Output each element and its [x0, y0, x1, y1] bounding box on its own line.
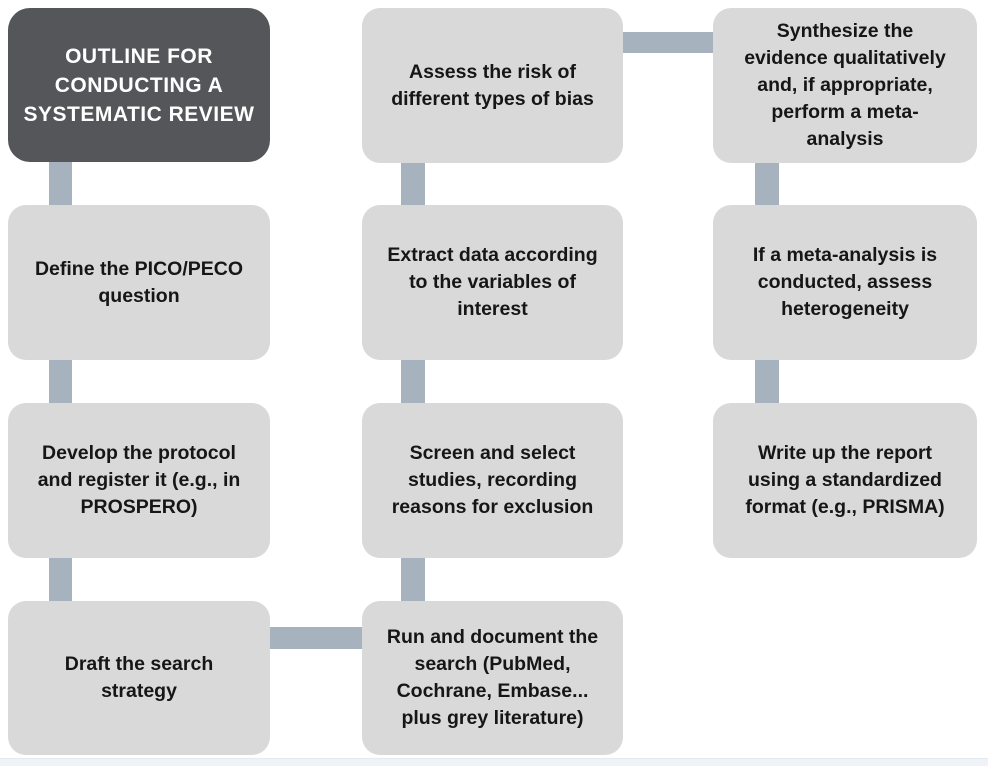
node-assess-bias: Assess the risk of different types of bi… [362, 8, 623, 163]
node-draft-search-strategy-label: Draft the search strategy [64, 653, 214, 702]
connector-extract-to-assess [401, 161, 425, 206]
node-develop-protocol: Develop the protocol and register it (e.… [8, 403, 270, 558]
bottom-edge-strip [0, 758, 988, 766]
node-assess-heterogeneity-label: If a meta-analysis is conducted, assess … [752, 244, 938, 320]
node-write-report-label: Write up the report using a standardized… [745, 442, 945, 518]
connector-screen-to-extract [401, 359, 425, 404]
node-synthesize-evidence-label: Synthesize the evidence qualitatively an… [744, 20, 946, 150]
node-extract-data: Extract data according to the variables … [362, 205, 623, 360]
node-define-question-label: Define the PICO/PECO question [34, 257, 244, 307]
node-synthesize-evidence: Synthesize the evidence qualitatively an… [713, 8, 977, 163]
connector-heterogeneity-to-report [755, 359, 779, 404]
node-draft-search-strategy: Draft the search strategy [8, 601, 270, 755]
connector-draft-to-run [269, 627, 363, 649]
connector-protocol-to-draft [49, 557, 72, 602]
node-assess-heterogeneity: If a meta-analysis is conducted, assess … [713, 205, 977, 360]
node-assess-bias-label: Assess the risk of different types of bi… [391, 60, 594, 110]
node-title-label: OUTLINE FOR CONDUCTING A SYSTEMATIC REVI… [23, 44, 255, 126]
connector-title-to-define [49, 161, 72, 206]
node-extract-data-label: Extract data according to the variables … [387, 244, 598, 320]
node-run-search: Run and document the search (PubMed, Coc… [362, 601, 623, 755]
connector-assess-to-synthesize [622, 32, 714, 53]
node-write-report: Write up the report using a standardized… [713, 403, 977, 558]
node-screen-studies: Screen and select studies, recording rea… [362, 403, 623, 558]
connector-define-to-protocol [49, 359, 72, 404]
node-title: OUTLINE FOR CONDUCTING A SYSTEMATIC REVI… [8, 8, 270, 162]
connector-run-to-screen [401, 557, 425, 602]
node-develop-protocol-label: Develop the protocol and register it (e.… [37, 442, 241, 518]
node-screen-studies-label: Screen and select studies, recording rea… [391, 442, 594, 518]
connector-synthesize-to-heterogeneity [755, 161, 779, 206]
node-run-search-label: Run and document the search (PubMed, Coc… [386, 626, 599, 729]
node-define-question: Define the PICO/PECO question [8, 205, 270, 360]
